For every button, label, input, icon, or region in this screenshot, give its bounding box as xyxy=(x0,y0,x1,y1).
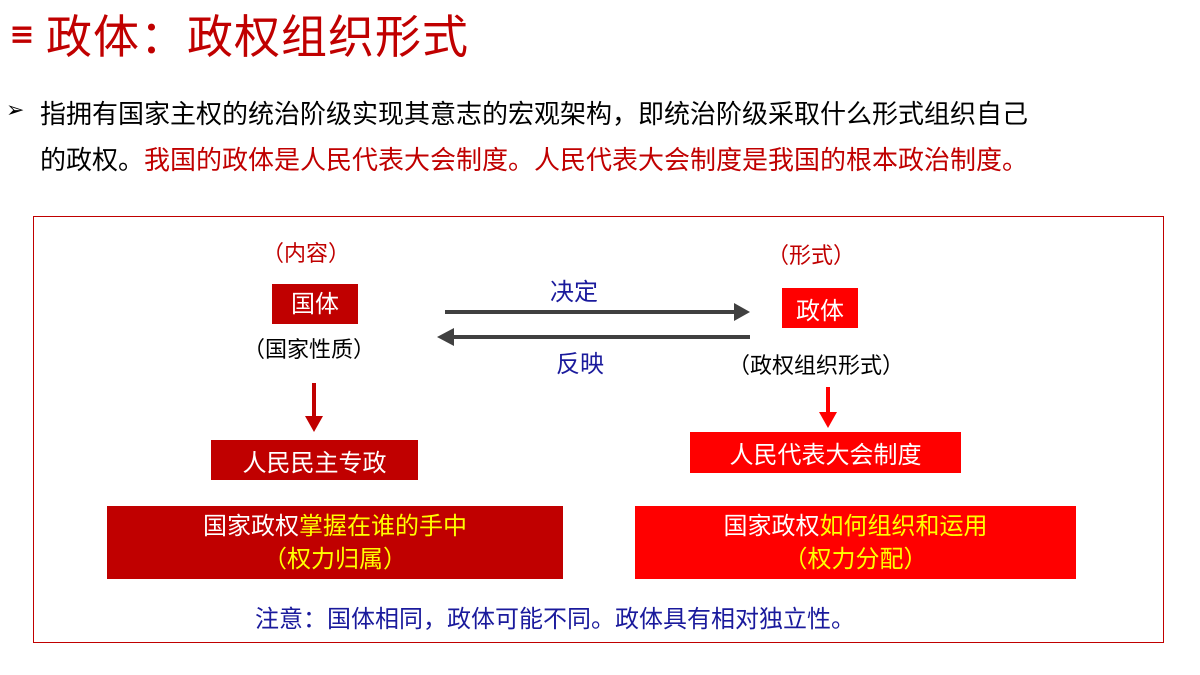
left-caption: （内容） xyxy=(262,242,351,267)
right-summary-line-2: （权力分配） xyxy=(783,544,928,573)
title-row: ≡ 政体：政权组织形式 xyxy=(0,6,469,64)
bullet-arrow-icon: ➢ xyxy=(6,98,25,123)
right-caption: （形式） xyxy=(767,244,856,269)
definition-line-2-black: 的政权。 xyxy=(40,146,145,176)
right-summary-line-1: 国家政权如何组织和运用 xyxy=(724,510,988,543)
decide-arrow-icon xyxy=(445,303,750,321)
right-summary-white: 国家政权 xyxy=(723,511,820,540)
arrow-top-label: 决定 xyxy=(550,278,598,306)
right-summary-box: 国家政权如何组织和运用 （权力分配） xyxy=(635,506,1076,579)
left-result-box: 人民民主专政 xyxy=(211,440,418,480)
guoti-box: 国体 xyxy=(272,284,358,324)
right-note: （政权组织形式） xyxy=(728,354,905,379)
footnote: 注意：国体相同，政体可能不同。政体具有相对独立性。 xyxy=(255,605,855,633)
left-summary-box: 国家政权掌握在谁的手中 （权力归属） xyxy=(107,506,563,579)
menu-icon: ≡ xyxy=(9,16,35,52)
zhengti-box: 政体 xyxy=(782,288,858,328)
left-note: （国家性质） xyxy=(243,338,376,363)
left-summary-white: 国家政权 xyxy=(203,511,299,540)
left-summary-line-1: 国家政权掌握在谁的手中 xyxy=(203,510,467,543)
left-down-arrow-icon xyxy=(305,383,323,432)
left-summary-yellow: 掌握在谁的手中 xyxy=(299,511,467,540)
arrow-bottom-label: 反映 xyxy=(556,350,604,378)
right-down-arrow-icon xyxy=(819,387,837,428)
definition-line-1: 指拥有国家主权的统治阶级实现其意志的宏观架构，即统治阶级采取什么形式组织自己 xyxy=(40,100,1029,130)
diagram-frame xyxy=(33,216,1164,643)
left-summary-line-2: （权力归属） xyxy=(263,544,407,573)
right-summary-yellow: 如何组织和运用 xyxy=(819,511,988,540)
page-title: 政体：政权组织形式 xyxy=(46,10,469,64)
definition-line-2-red: 我国的政体是人民代表大会制度。人民代表大会制度是我国的根本政治制度。 xyxy=(144,146,1029,176)
reflect-arrow-icon xyxy=(437,328,750,346)
definition-line-2: 的政权。我国的政体是人民代表大会制度。人民代表大会制度是我国的根本政治制度。 xyxy=(40,140,1028,177)
right-result-box: 人民代表大会制度 xyxy=(690,432,961,473)
